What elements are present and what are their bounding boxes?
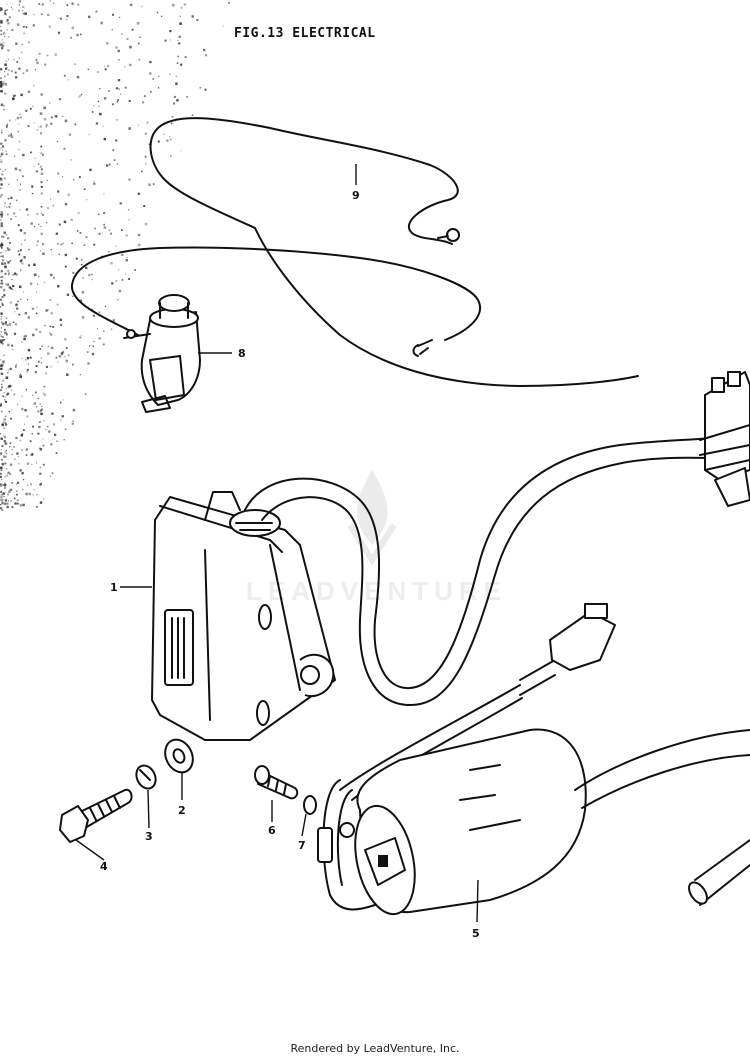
callout-labels: 1 2 3 4 5 6 7 8 9 (100, 189, 480, 940)
part-5-ignition-coil (317, 603, 750, 916)
part-1-electronic-unit (151, 491, 336, 741)
callout-5: 5 (472, 927, 480, 940)
callout-leader-lines (75, 164, 479, 923)
callout-4: 4 (100, 860, 108, 873)
part-7-washer (303, 795, 317, 815)
callout-9: 9 (352, 189, 360, 202)
harness-to-connector (244, 437, 711, 706)
footer-credit: Rendered by LeadVenture, Inc. (290, 1042, 460, 1055)
part-2-washer (164, 738, 194, 774)
part-9-wire-lead (149, 117, 460, 245)
callout-2: 2 (178, 804, 186, 817)
part-6-screw (254, 765, 299, 800)
part-4-bolt (59, 788, 133, 843)
part-8-switch (123, 294, 201, 413)
callout-6: 6 (268, 824, 276, 837)
figure-title: FIG.13 ELECTRICAL (234, 26, 376, 41)
scan-noise (0, 0, 230, 511)
part-3-lock-washer (135, 764, 157, 790)
leadventure-logo-icon (347, 470, 397, 566)
harness-connector (699, 371, 750, 507)
callout-3: 3 (145, 830, 153, 843)
watermark-brand: LEADVENTURE (246, 576, 508, 606)
part-8-wire (70, 227, 639, 387)
callout-7: 7 (298, 839, 306, 852)
callout-8: 8 (238, 347, 246, 360)
callout-1: 1 (110, 581, 118, 594)
